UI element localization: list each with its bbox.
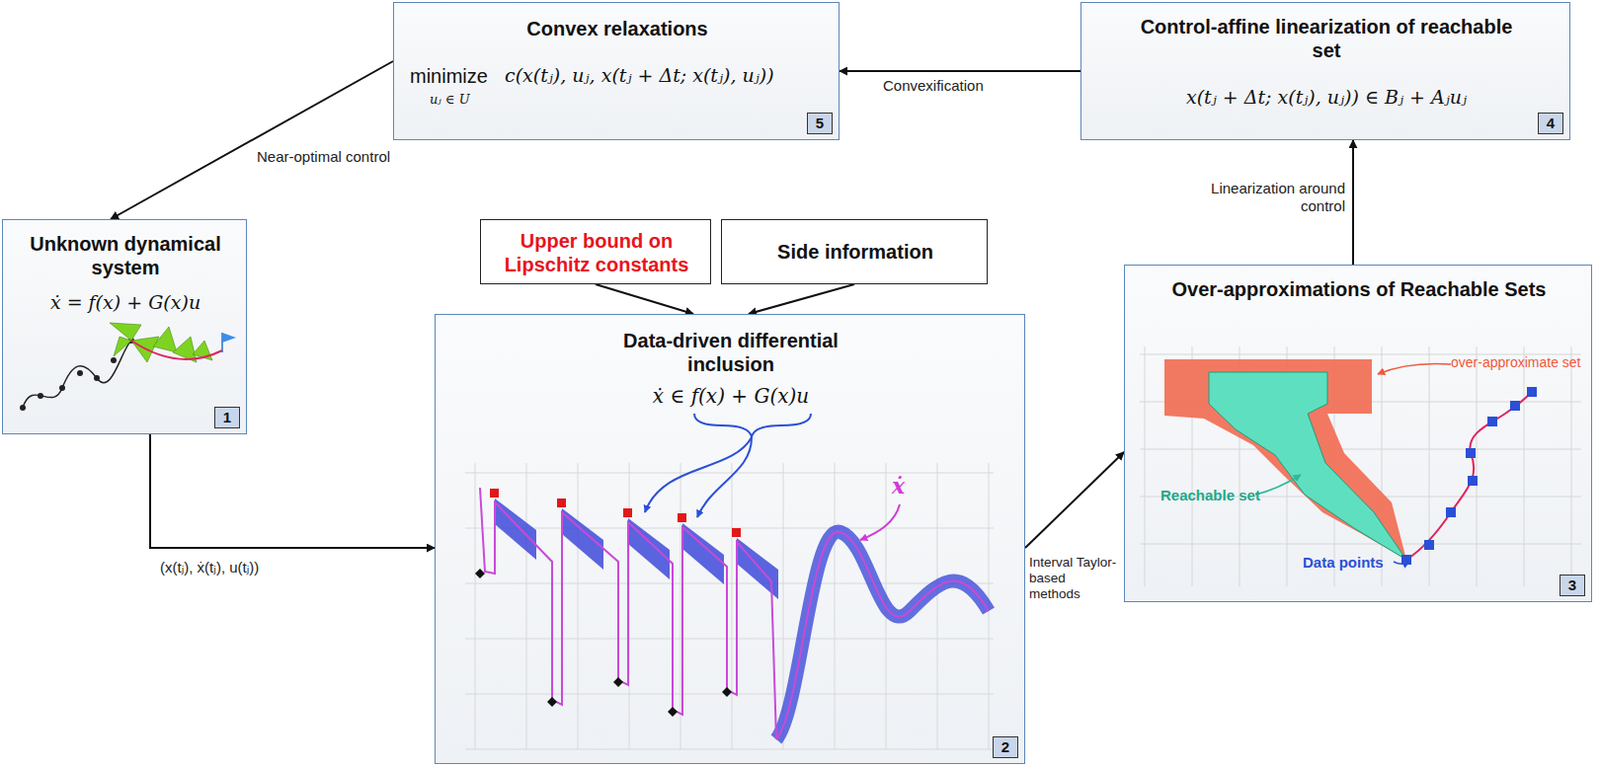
edge-label: Convexification: [880, 77, 986, 95]
points-label: Data points: [1302, 554, 1384, 572]
box-title: Side information: [731, 240, 979, 264]
reachable-set-illustration: [1124, 265, 1594, 604]
box-title: Over-approximations of Reachable Sets: [1164, 277, 1554, 302]
box-title: Upper bound on Lipschitz constants: [490, 229, 703, 277]
connector-arrow: [1025, 452, 1124, 549]
process-box: Data-driven differential inclusion ẋ ∈ f(…: [434, 314, 1026, 765]
formula: ẋ = f(x) + G(x)u: [10, 291, 240, 315]
trajectory-illustration: [2, 319, 248, 418]
callout-number: 1: [214, 406, 240, 429]
formula: c(x(tⱼ), uⱼ, x(tⱼ + Δt; x(tⱼ), uⱼ)): [504, 64, 833, 87]
region-label: over-approximate set: [1450, 354, 1582, 372]
edge-label: Linearization around control: [1185, 179, 1348, 216]
connector-arrow: [748, 284, 855, 315]
input-box: Upper bound on Lipschitz constants: [480, 219, 712, 285]
connector-arrow: [839, 70, 1081, 73]
connector-arrow: [110, 61, 394, 220]
process-box: Convex relaxations minimize uⱼ ∈ U c(x(tⱼ),…: [393, 1, 840, 141]
signal-label: ẋ: [891, 473, 905, 499]
process-box: Unknown dynamical system ẋ = f(x) + G(x)u…: [1, 219, 247, 435]
edge-label: Interval Taylor-based methods: [1027, 555, 1122, 604]
region-label: Reachable set: [1160, 486, 1261, 505]
callout-number: 3: [1559, 574, 1586, 597]
callout-number: 4: [1537, 112, 1564, 135]
edge-label: Near-optimal control: [254, 148, 393, 166]
callout-number: 5: [806, 112, 833, 135]
inclusion-plot: [435, 315, 1027, 766]
formula: x(tⱼ + Δt; x(tⱼ), uⱼ)) ∈ Bⱼ + Aⱼuⱼ: [1089, 85, 1564, 109]
process-box: Over-approximations of Reachable Sets 3 ov…: [1123, 264, 1593, 603]
box-text: minimize: [409, 64, 509, 88]
formula: ẋ ∈ f(x) + G(x)u: [443, 384, 1019, 408]
connector-arrow: [1352, 140, 1355, 265]
edge-label: (x(tⱼ), ẋ(tⱼ), u(tⱼ)): [158, 559, 261, 577]
box-title: Control-affine linearization of reachabl…: [1138, 14, 1515, 63]
box-title: Convex relaxations: [401, 16, 833, 41]
input-box: Side information: [720, 219, 988, 285]
callout-number: 2: [992, 736, 1019, 759]
process-box: Control-affine linearization of reachabl…: [1080, 1, 1571, 141]
formula: uⱼ ∈ U: [429, 91, 509, 108]
connector-arrow: [595, 284, 694, 315]
box-title: Unknown dynamical system: [22, 232, 229, 280]
connector-arrow: [150, 434, 435, 549]
box-title: Data-driven differential inclusion: [582, 328, 880, 377]
